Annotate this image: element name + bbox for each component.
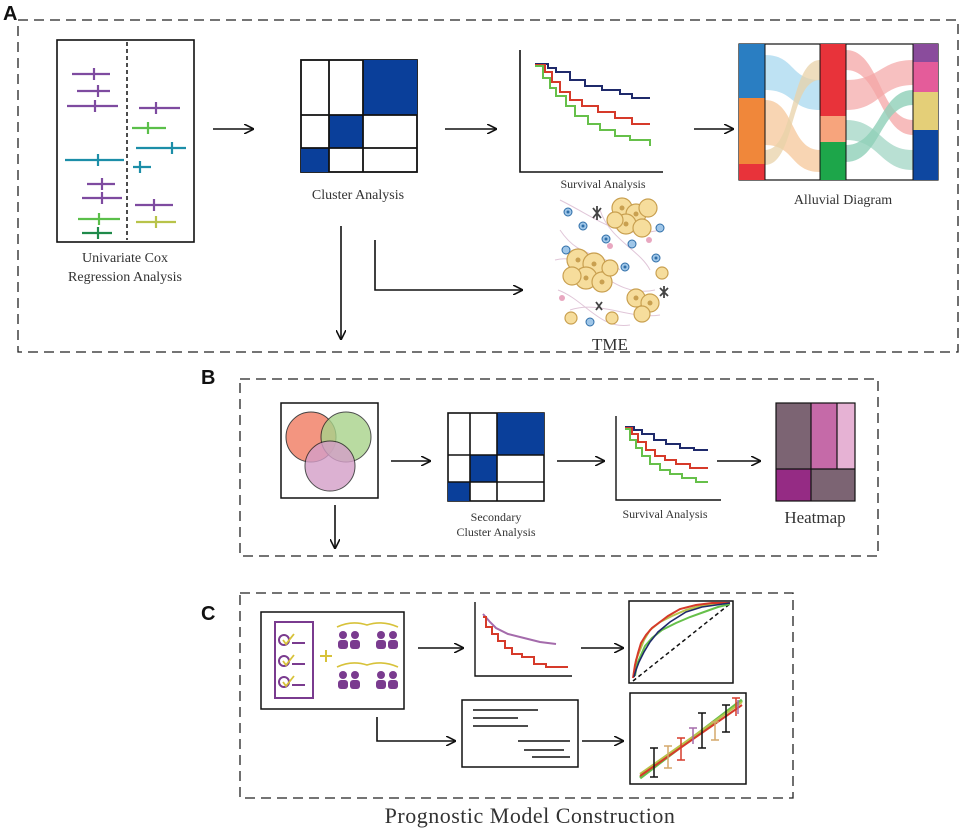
people-icon xyxy=(338,631,398,689)
survival-plot-c xyxy=(474,602,572,677)
panel-a-border xyxy=(17,19,959,353)
panel-a: A xyxy=(3,3,959,354)
risk-model-icon xyxy=(260,611,405,710)
tme-illustration xyxy=(554,197,669,327)
panel-c-border xyxy=(239,592,794,799)
survival-caption-b: Survival Analysis xyxy=(622,507,707,521)
roc-plot xyxy=(628,600,734,684)
calibration-plot xyxy=(629,692,747,785)
secondary-cluster-caption-line2: Cluster Analysis xyxy=(456,525,535,539)
venn-diagram-icon xyxy=(280,402,379,499)
forest-plot xyxy=(56,39,195,243)
panel-b-letter: B xyxy=(201,367,215,389)
heatmap-caption: Heatmap xyxy=(784,508,845,527)
secondary-cluster-matrix xyxy=(447,412,545,502)
secondary-cluster-caption-line1: Secondary xyxy=(471,510,522,524)
cluster-matrix xyxy=(300,59,418,173)
forest-caption-line1: Univariate Cox xyxy=(82,251,168,266)
arrow-icon xyxy=(376,717,455,741)
panel-c-letter: C xyxy=(201,603,215,625)
panel-c: C xyxy=(201,592,794,828)
checklist-icon xyxy=(274,621,314,699)
arrow-icon xyxy=(374,240,522,290)
nomogram-icon xyxy=(461,699,579,768)
tme-caption: TME xyxy=(592,335,628,354)
panel-b: B Secondary Cluster Analysis xyxy=(201,367,879,557)
panel-a-letter: A xyxy=(3,3,17,25)
survival-caption: Survival Analysis xyxy=(560,177,645,191)
alluvial-caption: Alluvial Diagram xyxy=(794,193,892,208)
survival-plot-b xyxy=(615,416,721,501)
survival-plot xyxy=(519,50,663,173)
panel-b-border xyxy=(239,378,879,557)
cluster-caption: Cluster Analysis xyxy=(312,188,404,203)
alluvial-diagram xyxy=(738,43,939,181)
heatmap xyxy=(775,402,856,502)
forest-caption-line2: Regression Analysis xyxy=(68,270,182,285)
prognostic-model-caption: Prognostic Model Construction xyxy=(385,803,676,828)
